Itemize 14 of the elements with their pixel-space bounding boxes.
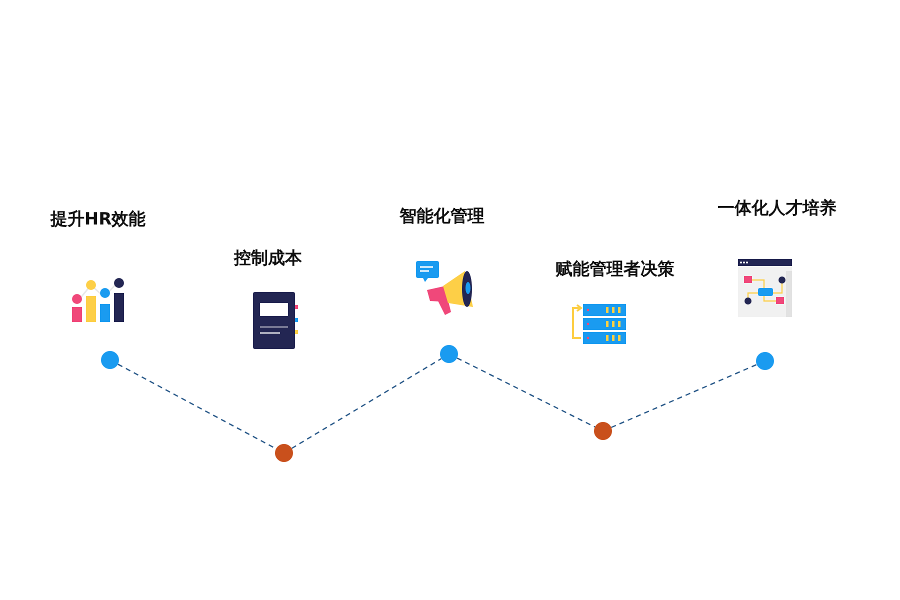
timeline-dot [440, 345, 458, 363]
timeline-dot [275, 444, 293, 462]
heading: 智能化管理 [400, 206, 484, 228]
heading: 一体化人才培养 [718, 198, 836, 220]
dashed-connector [456, 357, 596, 428]
heading: 提升HR效能 [50, 208, 146, 230]
dashed-connector [611, 364, 757, 428]
timeline-dot [101, 351, 119, 369]
timeline-dot [756, 352, 774, 370]
timeline-dot [594, 422, 612, 440]
heading: 赋能管理者决策 [556, 258, 674, 280]
dashed-connector [118, 364, 276, 450]
heading: 控制成本 [234, 248, 302, 270]
dashed-connector [291, 358, 442, 449]
